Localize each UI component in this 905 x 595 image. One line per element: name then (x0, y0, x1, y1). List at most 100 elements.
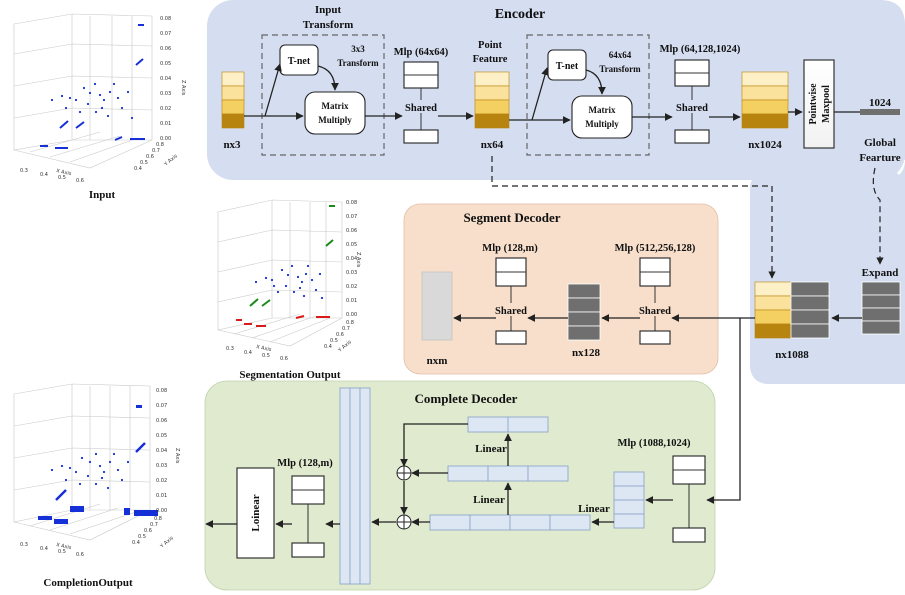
encoder-panel: Encoder Input Transform nx3 T-net 3x3 Tr… (207, 0, 905, 384)
plot-segmentation-z-ticks: 0.08 0.07 0.06 0.05 0.04 0.03 0.02 0.01 … (346, 200, 357, 318)
plot-input-caption: Input (89, 189, 116, 201)
linear-bottom-label: Linear (578, 503, 610, 515)
mlp2-shared-label: Shared (676, 103, 708, 114)
global-feature-line1: Global (864, 137, 896, 149)
global-feature-line2: Fearture (859, 152, 900, 164)
mlp2-bottom-box (674, 129, 710, 144)
plot-segmentation-x-ticks: 0.3 0.4 0.5 0.6 (226, 346, 288, 362)
plot-input-points (40, 24, 145, 149)
svg-text:0.6: 0.6 (76, 178, 84, 184)
nx64-stack (474, 71, 510, 129)
svg-text:0.02: 0.02 (160, 106, 171, 112)
svg-text:0.04: 0.04 (346, 256, 357, 262)
encoder-background-main (207, 0, 905, 180)
arrow-to-tnet2 (531, 67, 549, 121)
point-feature-line1: Point (478, 40, 502, 51)
segment-mlp-a-bottom (495, 330, 527, 345)
svg-text:0.4: 0.4 (40, 172, 48, 178)
mlp1-shared-label: Shared (405, 103, 437, 114)
complete-feature-stack (613, 471, 645, 529)
svg-text:0.08: 0.08 (156, 388, 167, 394)
nx3-stack (221, 71, 245, 129)
svg-text:0.5: 0.5 (138, 534, 146, 540)
svg-text:0.5: 0.5 (262, 353, 270, 359)
svg-text:0.03: 0.03 (346, 270, 357, 276)
arrow-concat-to-complete (706, 318, 741, 504)
plot-input-frame (13, 13, 153, 169)
complete-decoder-title: Complete Decoder (415, 391, 518, 406)
svg-text:0.05: 0.05 (160, 61, 171, 67)
linear-bar-mid (447, 465, 569, 482)
svg-text:0.04: 0.04 (156, 448, 167, 454)
transform2-label-line2: Transform (599, 64, 641, 74)
global-size-label: 1024 (869, 97, 892, 109)
svg-text:0.03: 0.03 (160, 91, 171, 97)
svg-text:0.5: 0.5 (58, 175, 66, 181)
expand-label: Expand (862, 267, 899, 279)
plus-node-bottom (396, 514, 412, 530)
svg-text:0.6: 0.6 (144, 528, 152, 534)
plot-completion-points (38, 405, 158, 524)
plot-completion-z-ticks: 0.08 0.07 0.06 0.05 0.04 0.03 0.02 0.01 … (156, 388, 167, 514)
arrow-global-to-expand (872, 167, 884, 265)
nx128-label: nx128 (572, 347, 601, 359)
svg-text:0.8: 0.8 (154, 516, 162, 522)
svg-text:0.03: 0.03 (156, 463, 167, 469)
svg-text:0.04: 0.04 (160, 76, 171, 82)
plot-input-x-ticks: 0.3 0.4 0.5 0.6 (20, 168, 84, 184)
arrow-tnet1-to-matrix (317, 65, 339, 91)
svg-text:0.6: 0.6 (76, 552, 84, 558)
maxpool-label-line1: Pointwise (808, 83, 819, 125)
svg-text:0.4: 0.4 (244, 350, 252, 356)
svg-text:0.00: 0.00 (160, 136, 171, 142)
nxm-block (421, 271, 453, 341)
nx1024-stack (741, 71, 789, 129)
svg-text:0.7: 0.7 (150, 522, 158, 528)
svg-text:0.07: 0.07 (160, 31, 171, 37)
arrow-tnet2-to-matrix2 (585, 69, 606, 95)
transform2-label-line1: 64x64 (609, 50, 632, 60)
global-feature-bar (860, 109, 900, 115)
encoder-title: Encoder (495, 7, 546, 22)
nx1088-stack (754, 281, 830, 339)
svg-text:0.3: 0.3 (226, 346, 234, 352)
plot-input-x-label: X Axis (56, 168, 73, 177)
plot-segmentation: 0.08 0.07 0.06 0.05 0.04 0.03 0.02 0.01 … (208, 192, 362, 381)
svg-text:0.4: 0.4 (324, 344, 332, 350)
plus-node-mid (396, 465, 412, 481)
input-transform-label-line2: Transform (303, 19, 354, 31)
svg-text:0.3: 0.3 (20, 542, 28, 548)
maxpool-box (803, 59, 835, 149)
svg-text:0.02: 0.02 (346, 284, 357, 290)
plot-segmentation-z-label: Z Axis (355, 252, 361, 268)
svg-text:0.06: 0.06 (346, 228, 357, 234)
linear-mid-label: Linear (473, 494, 505, 506)
svg-text:0.6: 0.6 (280, 356, 288, 362)
plot-input: 0.08 0.07 0.06 0.05 0.04 0.03 0.02 0.01 … (8, 4, 188, 201)
svg-text:0.01: 0.01 (160, 121, 171, 127)
nx64-label: nx64 (481, 139, 504, 151)
arrow-top-to-concat (400, 423, 468, 467)
plot-completion: 0.08 0.07 0.06 0.05 0.04 0.03 0.02 0.01 … (8, 372, 180, 589)
plot-completion-y-ticks: 0.8 0.7 0.6 0.5 0.4 (132, 516, 162, 546)
mlp2-label: Mlp (64,128,1024) (660, 44, 741, 55)
svg-text:0.6: 0.6 (146, 154, 154, 160)
segment-mlp-b-bottom (639, 330, 671, 345)
nxm-label: nxm (427, 355, 448, 367)
input-transform-label-line1: Input (315, 4, 342, 16)
matrix1-label-line1: Matrix (322, 101, 349, 111)
linear-top-label: Linear (475, 443, 507, 455)
svg-text:0.08: 0.08 (346, 200, 357, 206)
feature-transform-box (526, 34, 650, 156)
svg-text:0.00: 0.00 (346, 312, 357, 318)
plot-segmentation-x-label: X Axis (256, 344, 273, 353)
segment-shared-b: Shared (639, 306, 671, 317)
segment-decoder-title: Segment Decoder (463, 210, 560, 225)
arrow-to-tnet1 (264, 63, 282, 117)
plot-input-z-ticks: 0.08 0.07 0.06 0.05 0.04 0.03 0.02 0.01 … (160, 16, 171, 142)
svg-text:0.05: 0.05 (346, 242, 357, 248)
svg-text:0.6: 0.6 (336, 332, 344, 338)
plot-segmentation-caption: Segmentation Output (239, 369, 340, 381)
expand-stack (861, 281, 901, 335)
